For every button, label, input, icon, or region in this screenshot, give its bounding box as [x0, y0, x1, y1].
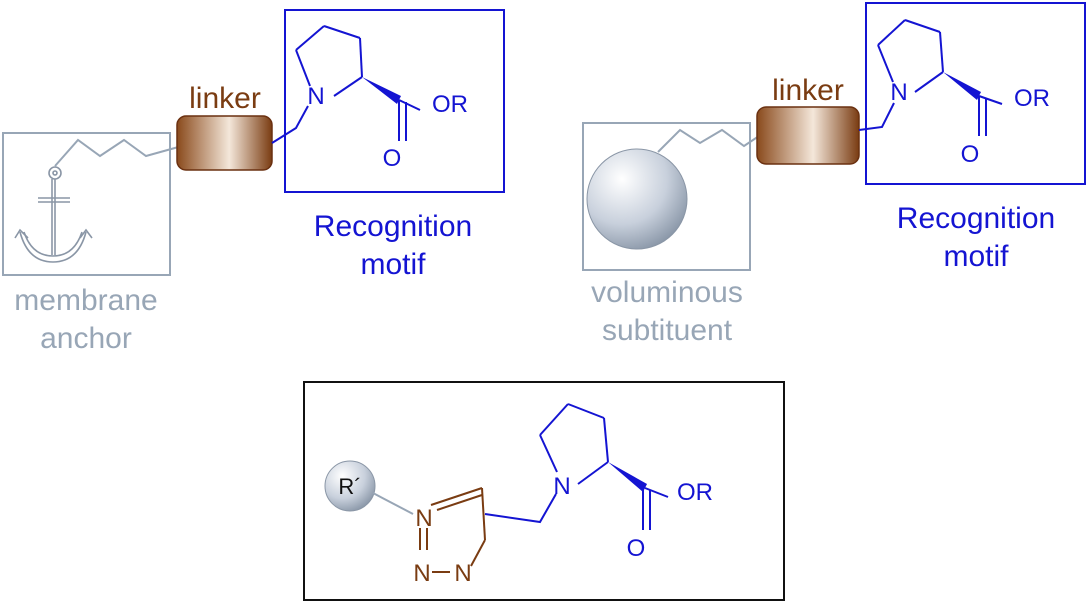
carbonyl	[398, 99, 421, 141]
triazole-n2: N	[413, 560, 430, 587]
carbonyl	[978, 95, 1003, 136]
linker-block	[176, 115, 273, 171]
linker-label: linker	[189, 82, 261, 115]
methylene-bridge	[484, 493, 557, 524]
substituent-caption-line1: membrane	[14, 284, 157, 317]
pyrrolidine-ring	[877, 19, 944, 93]
alkyl-chain	[657, 128, 763, 153]
anchor-icon	[14, 166, 93, 263]
pyrrolidine-ring	[295, 25, 363, 97]
recognition-box	[284, 9, 505, 193]
linker-block	[756, 106, 860, 165]
triazole-n1: N	[415, 505, 432, 532]
substituent-box	[582, 122, 751, 271]
substituent-caption-line2: anchor	[40, 322, 132, 355]
recognition-caption-line2: motif	[943, 240, 1009, 273]
ester-or: OR	[677, 479, 713, 506]
recognition-caption-line1: Recognition	[897, 202, 1055, 235]
linker-label: linker	[772, 74, 844, 107]
panel-voluminous-substituent: linker N O OR Recognition motif volumino…	[582, 2, 1086, 347]
wedge-bond	[608, 462, 647, 492]
methylene-linker-bond	[271, 105, 309, 144]
pyrrolidine-ring	[539, 403, 609, 485]
atom-o: O	[383, 145, 402, 172]
triazole-ring	[419, 487, 486, 573]
recognition-caption-line2: motif	[360, 248, 426, 281]
wedge-bond	[943, 72, 981, 100]
alkyl-chain	[54, 138, 183, 167]
structure-frame	[303, 381, 785, 601]
methylene-linker-bond	[858, 102, 895, 131]
recognition-caption-line1: Recognition	[314, 210, 472, 243]
substituent-caption-line1: voluminous	[591, 276, 743, 309]
atom-n: N	[553, 473, 570, 500]
wedge-bond	[362, 77, 401, 104]
recognition-box	[865, 2, 1086, 185]
substituent-caption-line2: subtituent	[602, 314, 733, 347]
triazole-n3: N	[454, 560, 471, 587]
r-group-sphere	[324, 460, 376, 512]
panel-triazole-structure: R´ N N N N	[303, 381, 785, 601]
ester-or: OR	[1014, 85, 1050, 112]
atom-n: N	[307, 83, 324, 110]
carbonyl	[642, 487, 669, 530]
r-group-bond	[372, 492, 414, 515]
ester-or: OR	[432, 91, 468, 118]
r-group-label: R´	[338, 474, 361, 499]
atom-n: N	[890, 79, 907, 106]
atom-o: O	[627, 535, 646, 562]
panel-membrane-anchor: linker N O OR Recognition motif membrane…	[2, 9, 505, 355]
substituent-box	[2, 132, 171, 276]
sphere-icon	[586, 148, 688, 250]
atom-o: O	[961, 141, 980, 168]
